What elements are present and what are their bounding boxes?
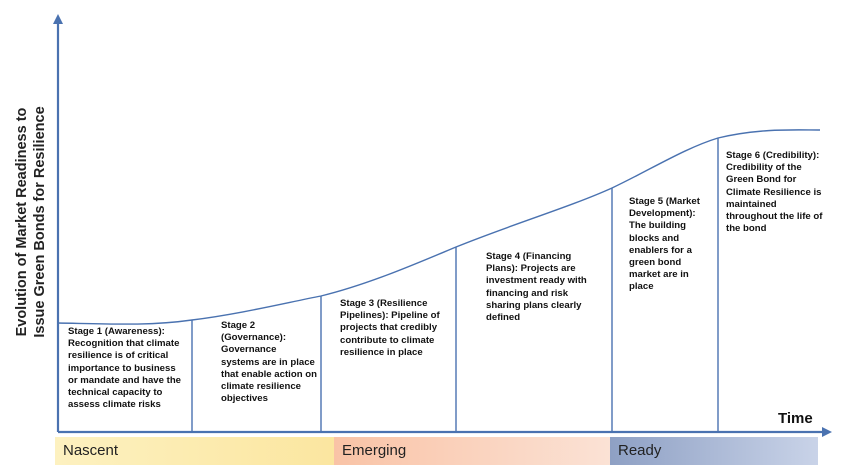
- stage-6-text: Stage 6 (Credibility): Credibility of th…: [726, 150, 823, 235]
- y-axis-label: Evolution of Market Readiness to Issue G…: [13, 62, 57, 382]
- phase-band-ready: Ready: [610, 437, 818, 465]
- phase-band-nascent: Nascent: [55, 437, 334, 465]
- y-axis-label-line2: Issue Green Bonds for Resilience: [32, 106, 48, 338]
- x-axis-label: Time: [778, 410, 813, 427]
- stage-3-text: Stage 3 (Resilience Pipelines): Pipeline…: [340, 298, 440, 358]
- y-axis-label-line1: Evolution of Market Readiness to: [14, 107, 30, 337]
- stage-5-text: Stage 5 (Market Development): The buildi…: [629, 196, 700, 293]
- phase-band-emerging: Emerging: [334, 437, 610, 465]
- stage-4-text: Stage 4 (Financing Plans): Projects are …: [486, 251, 587, 324]
- stage-1-text: Stage 1 (Awareness): Recognition that cl…: [68, 326, 182, 411]
- stage-2-text: Stage 2 (Governance): Governance systems…: [221, 320, 317, 405]
